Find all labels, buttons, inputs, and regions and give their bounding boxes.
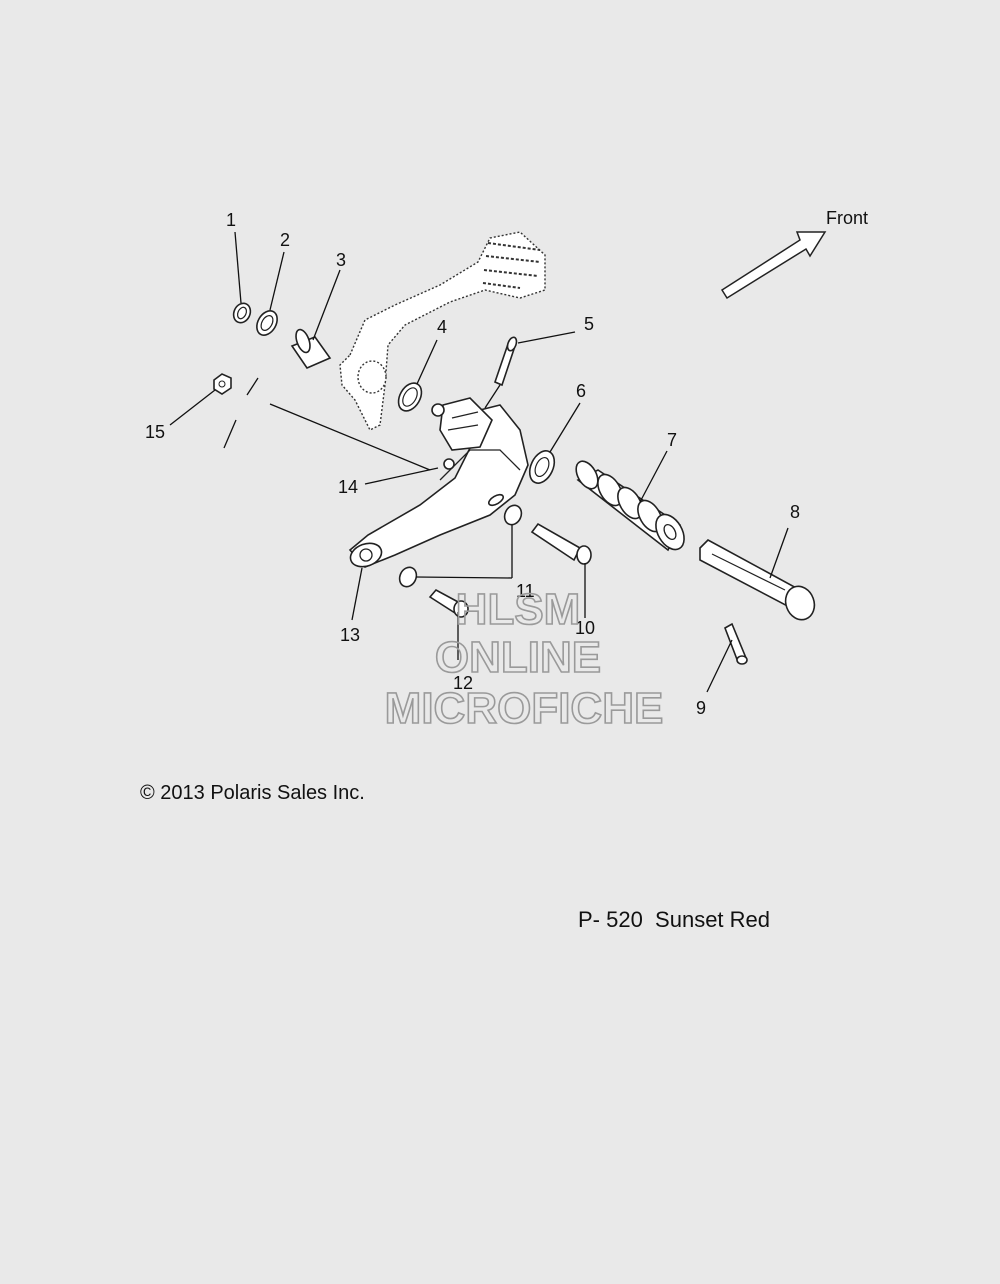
- callout-6: 6: [576, 381, 586, 401]
- callout-13: 13: [340, 625, 360, 645]
- front-label: Front: [826, 208, 868, 228]
- callout-5: 5: [584, 314, 594, 334]
- callout-4: 4: [437, 317, 447, 337]
- copyright-text: © 2013 Polaris Sales Inc.: [140, 782, 365, 804]
- front-arrow-icon: [720, 231, 827, 300]
- pin-part: [494, 336, 518, 387]
- callout-9: 9: [696, 698, 706, 718]
- footpeg-rubber-part: [575, 460, 685, 552]
- washer-part-6: [528, 450, 556, 484]
- watermark-line1: HLSM: [456, 585, 581, 634]
- callout-11: 11: [516, 581, 535, 601]
- washer-part: [256, 310, 278, 336]
- callout-15: 15: [145, 422, 165, 442]
- footpeg-bracket-part: [348, 397, 529, 568]
- callout-1: 1: [226, 210, 236, 230]
- nut-part: [213, 373, 232, 395]
- footer-code: P- 520 Sunset Red: [578, 907, 771, 932]
- callout-7: 7: [667, 430, 677, 450]
- callout-numbers: 1 2 3 4 5 6 7 8 9 10 11 12 13 14 15: [145, 210, 800, 718]
- washer-part-4: [397, 382, 423, 412]
- callout-8: 8: [790, 502, 800, 522]
- leader-lines: [169, 231, 789, 693]
- callout-2: 2: [280, 230, 290, 250]
- cotter-pin-part: [724, 622, 748, 665]
- callout-10: 10: [575, 618, 595, 638]
- callout-14: 14: [338, 477, 358, 497]
- brake-pedal-lever: [339, 231, 546, 431]
- retaining-ring-part: [232, 302, 252, 324]
- watermark-line3: MICROFICHE: [385, 684, 664, 733]
- bushing-part: [290, 328, 332, 369]
- watermark: HLSM ONLINE MICROFICHE: [384, 584, 664, 734]
- washer-part-11: [398, 504, 523, 588]
- bolt-part-10: [530, 522, 592, 565]
- watermark-line2: ONLINE: [435, 633, 601, 682]
- callout-3: 3: [336, 250, 346, 270]
- callout-12: 12: [453, 673, 473, 693]
- footpeg-part: [699, 539, 816, 621]
